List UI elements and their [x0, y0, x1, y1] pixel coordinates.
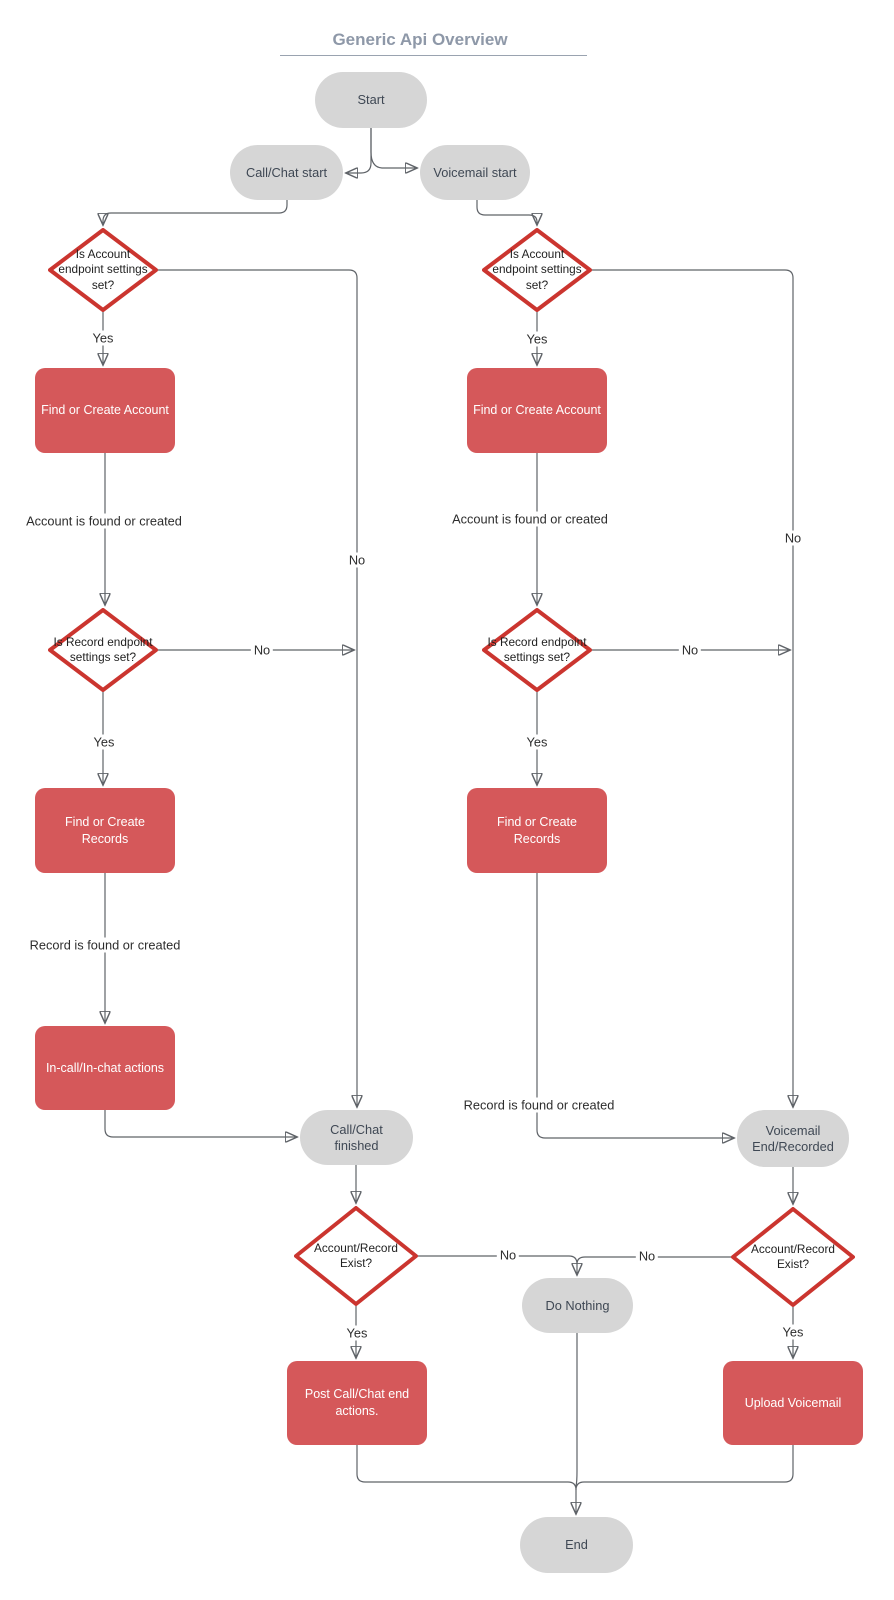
- node-record-decision-left: Is Record endpoint settings set?: [48, 608, 158, 692]
- edge-label-yes: Yes: [779, 1324, 807, 1340]
- edge-start-to-callchat: [347, 128, 372, 173]
- decision-label: Is Record endpoint settings set?: [53, 634, 153, 664]
- edge-post-to-end: [356, 1445, 576, 1513]
- edge-account-no-left: [158, 269, 357, 1106]
- node-call-chat-start: Call/Chat start: [230, 145, 343, 200]
- decision-label: Account/Record Exist?: [314, 1240, 398, 1270]
- decision-label: Is Account endpoint settings set?: [58, 247, 148, 292]
- edge-label-account-found: Account is found or created: [449, 511, 611, 527]
- edge-upload-to-end: [575, 1445, 794, 1491]
- edge-account-no-right: [592, 269, 793, 1106]
- node-call-chat-finished: Call/Chat finished: [300, 1110, 413, 1165]
- edge-label-no: No: [635, 1248, 659, 1264]
- edge-donothing-to-end: [575, 1333, 578, 1487]
- diamond-shape: [48, 228, 158, 312]
- decision-label: Is Account endpoint settings set?: [492, 247, 582, 292]
- node-post-call-actions: Post Call/Chat end actions.: [287, 1361, 427, 1445]
- node-voicemail-end: Voicemail End/Recorded: [737, 1110, 849, 1167]
- edge-record-found-right: [536, 873, 733, 1138]
- edge-label-yes: Yes: [90, 734, 118, 750]
- edge-label-record-found: Record is found or created: [26, 937, 184, 953]
- diamond-shape: [482, 608, 592, 692]
- edge-label-no: No: [345, 552, 369, 568]
- edge-label-no: No: [781, 530, 805, 546]
- node-start: Start: [315, 72, 427, 128]
- page-title: Generic Api Overview: [332, 30, 508, 49]
- node-upload-voicemail: Upload Voicemail: [723, 1361, 863, 1445]
- node-exist-decision-right: Account/Record Exist?: [731, 1207, 855, 1307]
- node-end: End: [520, 1517, 633, 1573]
- edge-incall-to-finished: [104, 1110, 296, 1137]
- node-account-decision-right: Is Account endpoint settings set?: [482, 228, 592, 312]
- edge-label-no: No: [250, 642, 274, 658]
- edge-exist-no-right: [576, 1256, 731, 1265]
- edge-label-account-found: Account is found or created: [23, 513, 185, 529]
- node-voicemail-start: Voicemail start: [420, 145, 530, 200]
- edge-start-to-voicemail: [370, 128, 416, 168]
- edge-label-record-found: Record is found or created: [460, 1097, 618, 1113]
- decision-label: Account/Record Exist?: [751, 1241, 835, 1271]
- node-exist-decision-left: Account/Record Exist?: [294, 1206, 418, 1306]
- node-find-create-account-right: Find or Create Account: [467, 368, 607, 453]
- diamond-shape: [731, 1207, 855, 1307]
- diamond-shape: [482, 228, 592, 312]
- node-find-create-account-left: Find or Create Account: [35, 368, 175, 453]
- node-find-create-records-right: Find or Create Records: [467, 788, 607, 873]
- edge-label-no: No: [496, 1247, 520, 1263]
- node-do-nothing: Do Nothing: [522, 1278, 633, 1333]
- title-underline: [280, 55, 587, 56]
- node-incall-actions: In-call/In-chat actions: [35, 1026, 175, 1110]
- edge-label-yes: Yes: [89, 330, 117, 346]
- decision-label: Is Record endpoint settings set?: [487, 634, 587, 664]
- node-record-decision-right: Is Record endpoint settings set?: [482, 608, 592, 692]
- node-find-create-records-left: Find or Create Records: [35, 788, 175, 873]
- diamond-shape: [294, 1206, 418, 1306]
- edge-voicemail-to-account-decision: [476, 200, 537, 224]
- edge-label-yes: Yes: [523, 734, 551, 750]
- edge-callchat-to-account-decision: [103, 200, 288, 224]
- edge-label-yes: Yes: [343, 1325, 371, 1341]
- diamond-shape: [48, 608, 158, 692]
- edge-label-yes: Yes: [523, 331, 551, 347]
- edge-label-no: No: [678, 642, 702, 658]
- node-account-decision-left: Is Account endpoint settings set?: [48, 228, 158, 312]
